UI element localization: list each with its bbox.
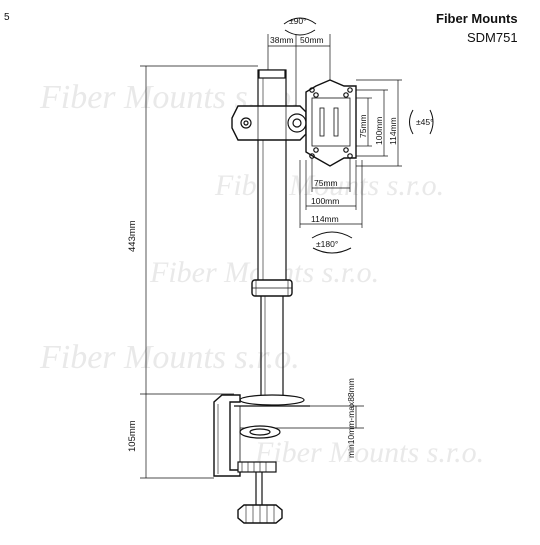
vesa-v-114-label: 114mm (388, 117, 398, 145)
offset-left-label: 38mm (270, 35, 294, 45)
model-number: SDM751 (467, 30, 518, 45)
corner-mark: 5 (4, 12, 10, 23)
vesa-v-75-label: 75mm (358, 114, 368, 138)
tilt-bracket (231, 105, 307, 141)
vesa-h-100-label: 100mm (311, 196, 339, 206)
pole-collar (251, 279, 293, 297)
pole-height-label: 443mm (127, 220, 138, 252)
watermark-text: Fiber Mounts s.r.o. (214, 169, 444, 202)
vesa-v-100-label: 100mm (374, 117, 384, 145)
clamp-knob (237, 504, 283, 524)
rotation-arrows (283, 17, 434, 254)
tilt-label: ±90° (289, 16, 307, 26)
base-disc (234, 394, 310, 407)
desk-thickness-label: min10mm-max88mm (346, 378, 356, 458)
desk-clamp (213, 394, 300, 505)
clamp-height-label: 105mm (127, 420, 138, 452)
vesa-h-114-label: 114mm (311, 214, 339, 224)
watermark-text: Fiber Mounts s.r.o. (39, 339, 300, 376)
dimension-lines (140, 34, 402, 479)
brand-name: Fiber Mounts (436, 11, 518, 26)
vesa-h-75-label: 75mm (314, 178, 338, 188)
rotation-label: ±180° (316, 239, 338, 249)
swivel-label: ±45° (416, 117, 434, 127)
vesa-plate (305, 79, 357, 167)
offset-right-label: 50mm (300, 35, 324, 45)
watermark-text: Fiber Mounts s.r.o. (254, 436, 484, 469)
